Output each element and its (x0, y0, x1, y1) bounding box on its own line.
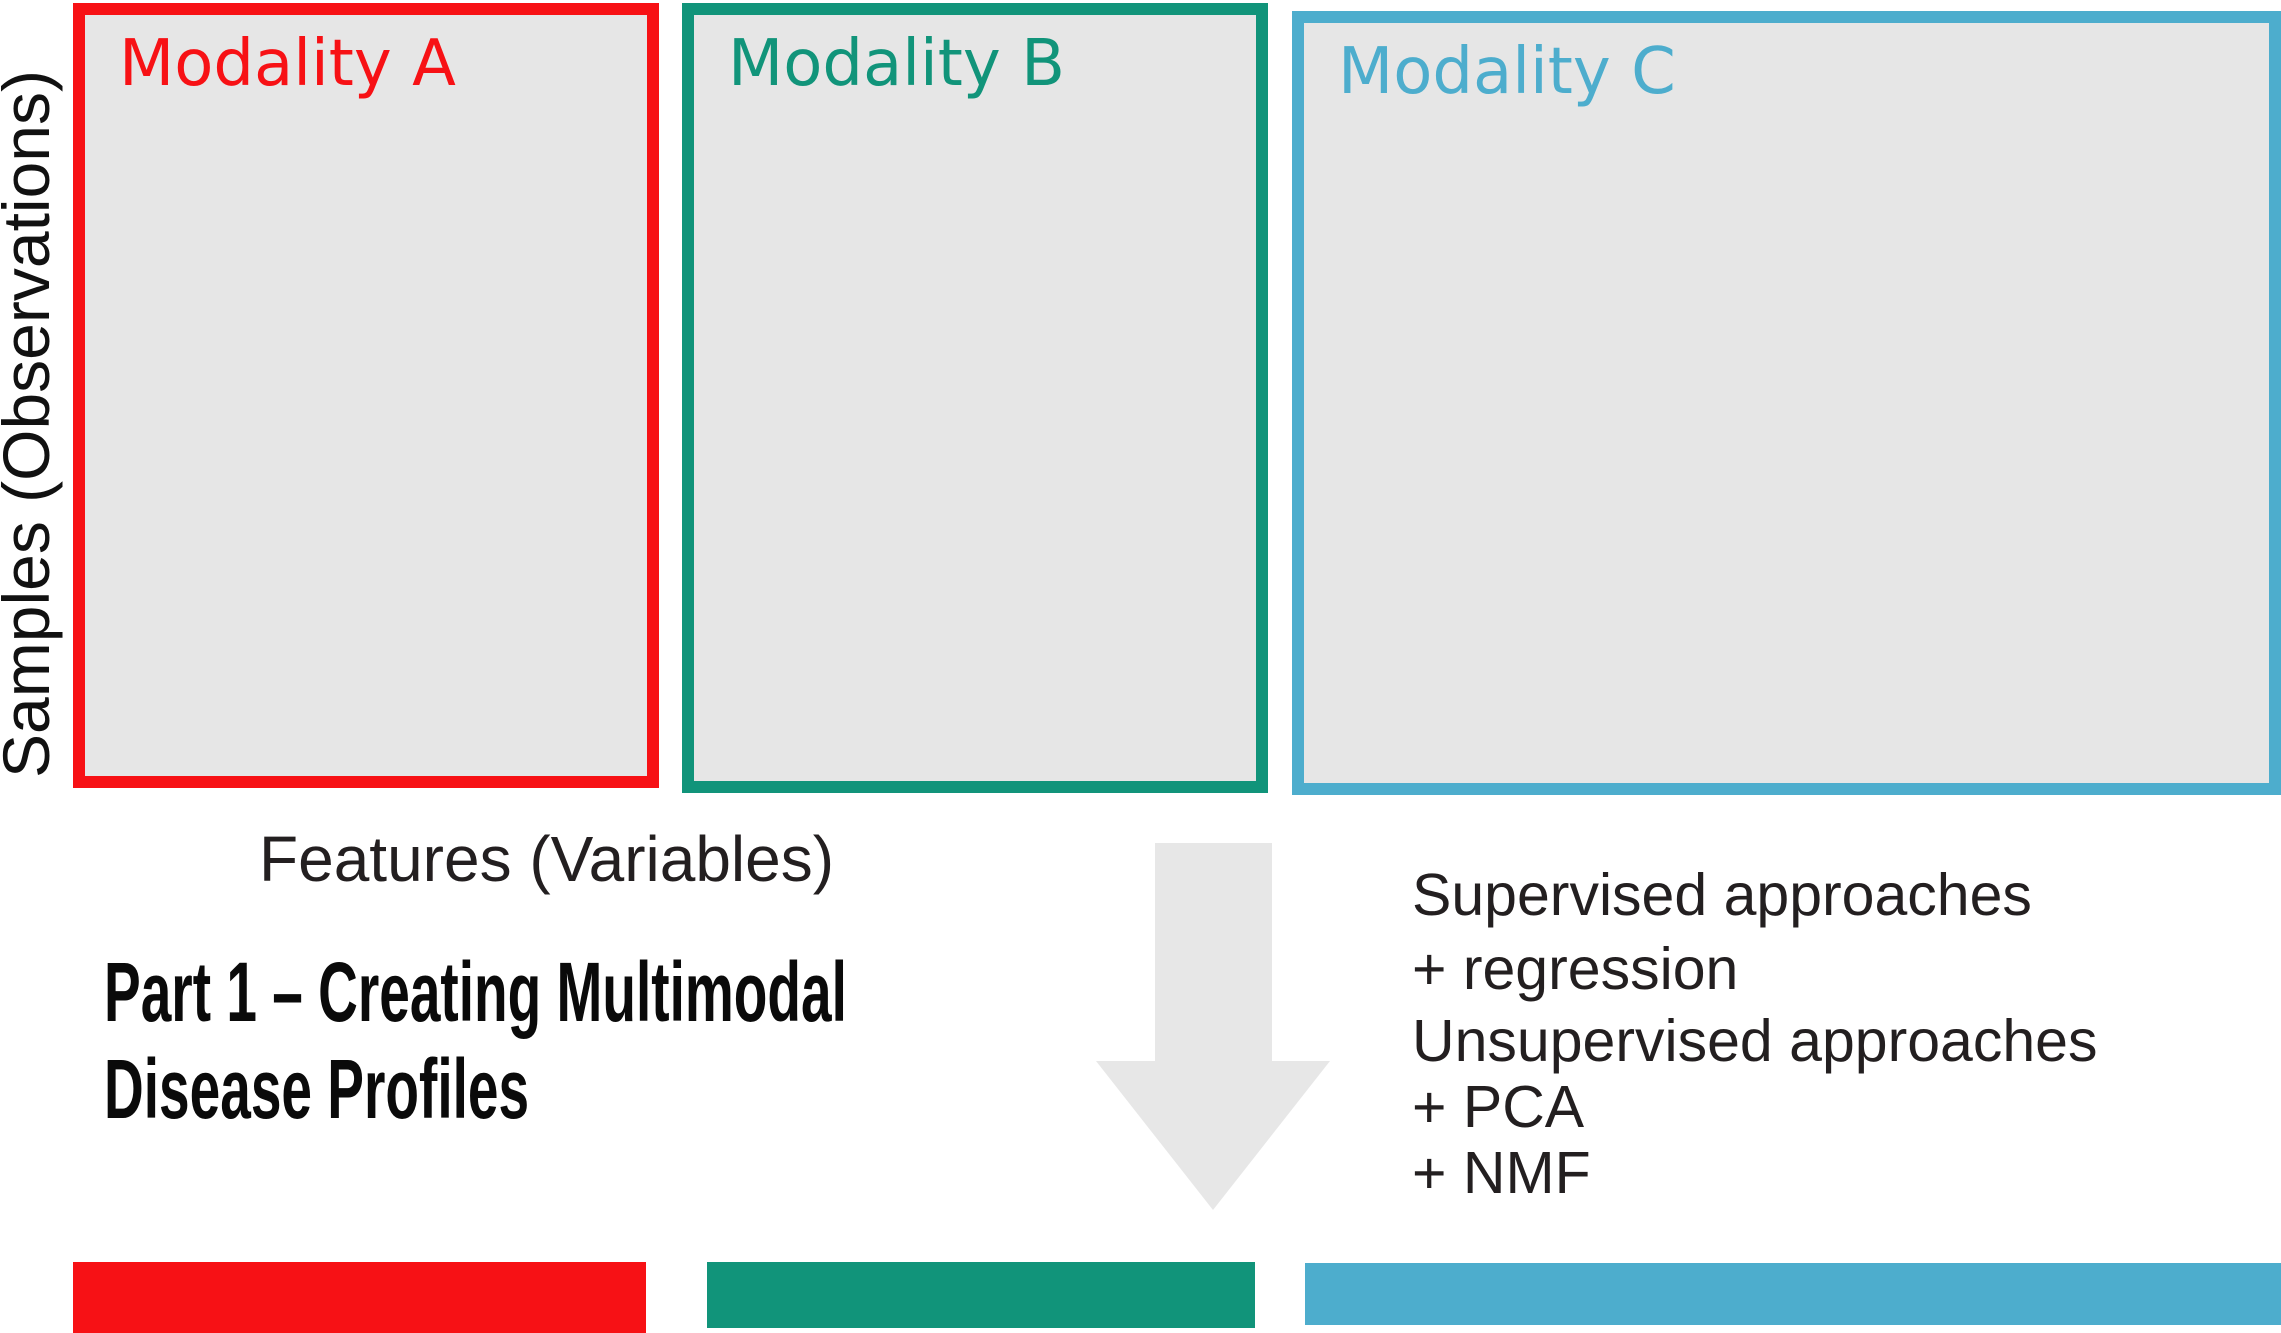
supervised-approaches-text: Supervised approaches + regression (1412, 858, 2032, 1006)
supervised-line-1: Supervised approaches (1412, 862, 2032, 928)
modality-c-label: Modality C (1338, 35, 1676, 109)
part-title-line-2: Disease Profiles (104, 1042, 530, 1136)
features-axis-label: Features (Variables) (259, 823, 835, 895)
unsupervised-line-2: + PCA (1412, 1074, 1585, 1140)
modality-b-bar (707, 1262, 1255, 1328)
modality-a-label: Modality A (119, 27, 456, 101)
modality-b-label: Modality B (728, 27, 1065, 101)
unsupervised-line-3: + NMF (1412, 1140, 1591, 1206)
down-arrow-icon (1096, 843, 1330, 1210)
samples-axis-label: Samples (Observations) (0, 70, 63, 778)
unsupervised-approaches-text: Unsupervised approaches + PCA + NMF (1412, 1008, 2097, 1206)
unsupervised-line-1: Unsupervised approaches (1412, 1008, 2098, 1074)
modality-a-box: Modality A (73, 3, 659, 788)
down-arrow-shape (1096, 843, 1330, 1210)
modality-a-bar (73, 1262, 646, 1333)
modality-c-bar (1305, 1263, 2281, 1325)
modality-c-box: Modality C (1292, 11, 2281, 795)
part-title: Part 1 – Creating Multimodal Disease Pro… (104, 944, 847, 1138)
modality-b-box: Modality B (682, 3, 1268, 793)
supervised-line-2: + regression (1412, 936, 1739, 1002)
part-title-line-1: Part 1 – Creating Multimodal (104, 945, 847, 1039)
